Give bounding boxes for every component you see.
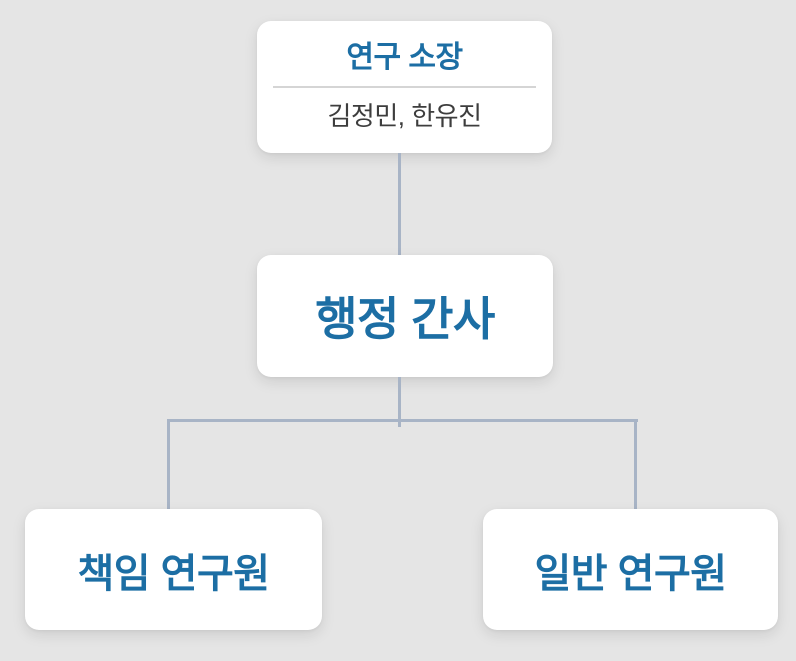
connector-right-branch — [634, 419, 637, 511]
divider — [273, 86, 536, 88]
node-title: 일반 연구원 — [534, 551, 727, 596]
org-node-senior-researcher: 책임 연구원 — [25, 509, 322, 630]
org-node-research-director: 연구 소장 김정민, 한유진 — [257, 21, 552, 153]
node-title: 연구 소장 — [346, 41, 463, 74]
connector-middle-stem — [398, 377, 401, 427]
connector-root-to-middle — [398, 153, 401, 256]
node-members: 김정민, 한유진 — [327, 101, 482, 131]
org-node-admin-secretary: 행정 간사 — [257, 255, 553, 377]
connector-left-branch — [167, 419, 170, 510]
org-node-general-researcher: 일반 연구원 — [483, 509, 778, 630]
connector-branch-horizontal — [167, 419, 638, 422]
node-title: 행정 간사 — [315, 293, 495, 345]
node-title: 책임 연구원 — [77, 551, 270, 596]
